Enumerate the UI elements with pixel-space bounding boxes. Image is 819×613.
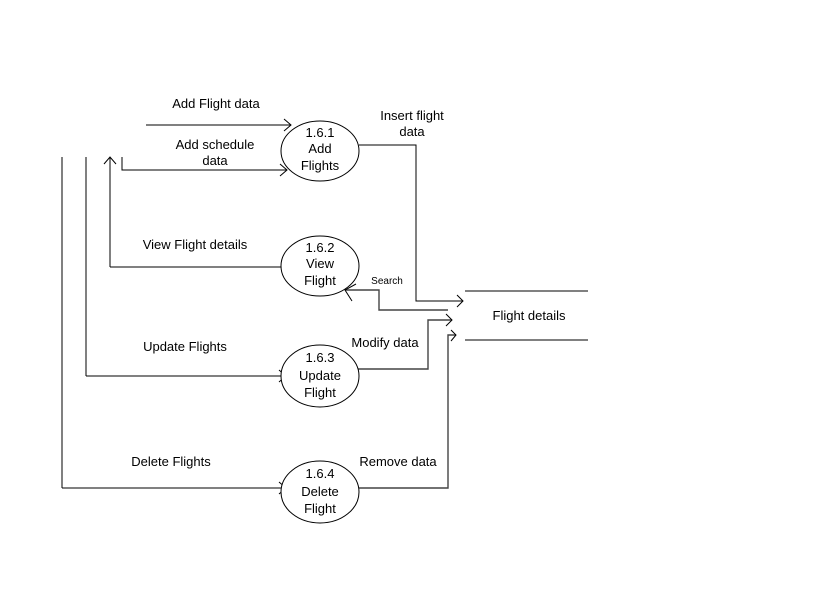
process-name: Update	[299, 368, 341, 383]
flow-label-add-schedule: data	[202, 153, 228, 168]
process-name: Flight	[304, 501, 336, 516]
arrowhead-view-up	[103, 156, 117, 165]
arrowhead-search	[344, 283, 357, 302]
flow-label-add-schedule: Add schedule	[176, 137, 255, 152]
flow-line-remove	[357, 334, 456, 489]
arrowhead-add-flight	[283, 118, 292, 132]
process-name: View	[306, 256, 335, 271]
process-id: 1.6.1	[306, 125, 335, 140]
process-1-6-4[interactable]: 1.6.4 Delete Flight	[280, 460, 360, 524]
flow-label-search: Search	[371, 276, 403, 287]
process-name: Flights	[301, 158, 340, 173]
process-1-6-3[interactable]: 1.6.3 Update Flight	[280, 344, 360, 408]
flow-label-modify: Modify data	[351, 335, 419, 350]
flow-label-view-details: View Flight details	[143, 237, 248, 252]
flow-label-update: Update Flights	[143, 339, 227, 354]
arrowhead-insert	[456, 294, 464, 308]
process-1-6-2[interactable]: 1.6.2 View Flight	[280, 235, 360, 297]
arrowhead-modify	[445, 313, 453, 327]
flow-label-delete: Delete Flights	[131, 454, 211, 469]
flow-line-search	[345, 289, 448, 311]
arrowhead-remove	[450, 329, 457, 342]
process-id: 1.6.3	[306, 350, 335, 365]
process-id: 1.6.4	[306, 466, 335, 481]
flow-line-add-schedule	[121, 157, 287, 171]
process-name: Delete	[301, 484, 339, 499]
process-1-6-1[interactable]: 1.6.1 Add Flights	[280, 120, 360, 182]
datastore-label[interactable]: Flight details	[493, 308, 566, 323]
flow-label-add-flight-data: Add Flight data	[172, 96, 260, 111]
flow-line-insert-flight	[359, 144, 463, 302]
flow-label-insert: Insert flight	[380, 108, 444, 123]
flow-label-remove: Remove data	[359, 454, 437, 469]
process-name: Flight	[304, 273, 336, 288]
process-id: 1.6.2	[306, 240, 335, 255]
flow-label-insert: data	[399, 124, 425, 139]
process-name: Add	[308, 141, 331, 156]
process-name: Flight	[304, 385, 336, 400]
arrowhead-add-schedule	[279, 163, 288, 177]
flow-line-modify	[357, 319, 452, 370]
